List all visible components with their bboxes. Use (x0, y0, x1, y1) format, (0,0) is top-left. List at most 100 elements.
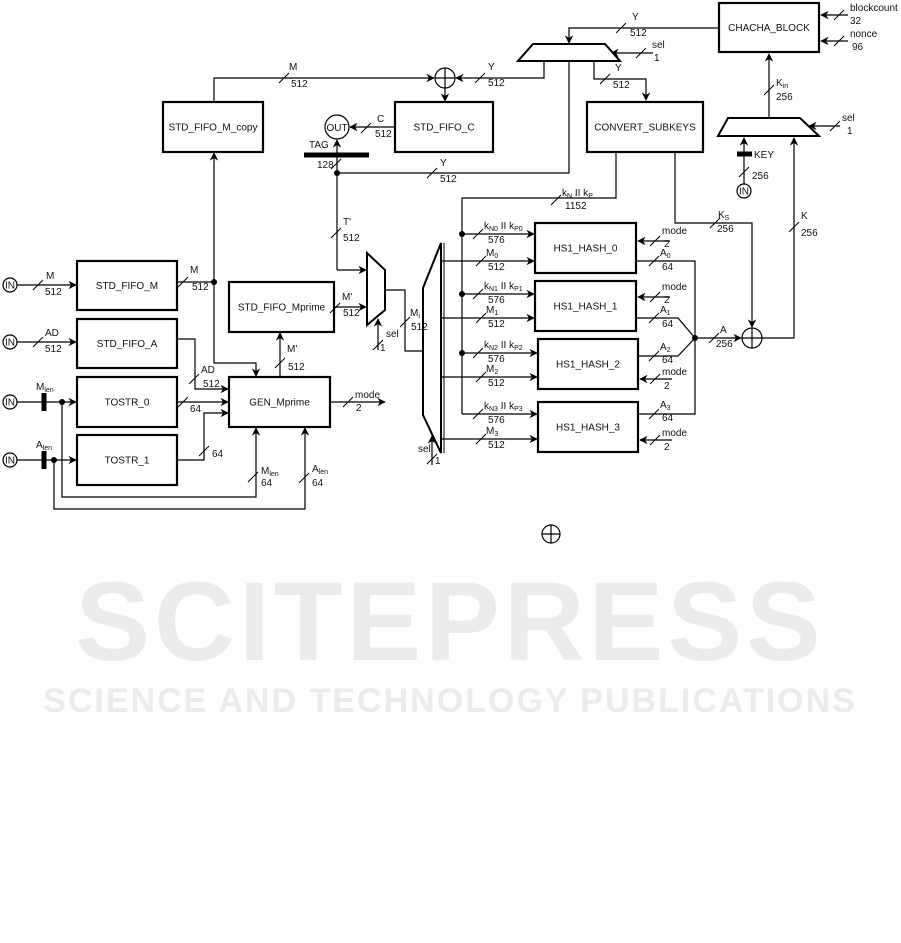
signal-name-part: M' (287, 344, 297, 355)
signal-name-part: II k (498, 281, 515, 292)
signal-name-part: M (261, 466, 269, 477)
block-label: GEN_Mprime (249, 398, 310, 409)
signal-name: M1 (486, 305, 498, 317)
block-label: HS1_HASH_3 (556, 423, 620, 434)
input-port-label: IN (5, 456, 15, 467)
bus-width-slash (198, 445, 210, 457)
mux-small (366, 250, 386, 328)
block-label: STD_FIFO_A (97, 339, 158, 350)
signal-name-part: II k (498, 221, 515, 232)
signal-name: Mlen (36, 382, 54, 394)
signal-name: A1 (660, 305, 671, 317)
signal-name: kN1 II kP1 (484, 281, 523, 293)
signal-name-part: M (486, 426, 494, 437)
signal-subscript: P1 (514, 286, 523, 293)
wire-alen-gen (53, 427, 310, 510)
block-hash1: HS1_HASH_1 (533, 279, 638, 333)
bus-width: 512 (411, 322, 428, 333)
signal-name-part: blockcount (850, 3, 898, 14)
input-port-icon: IN (2, 277, 18, 293)
signal-subscript: 1 (494, 310, 498, 317)
wire-y-convert (593, 61, 651, 101)
signal-subscript: N1 (489, 286, 498, 293)
bus-width: 512 (343, 308, 360, 319)
bus-width: 512 (291, 79, 308, 90)
signal-name-part: sel (842, 113, 855, 124)
signal-subscript: len (43, 445, 52, 452)
signal-name: K (801, 211, 808, 222)
bus-width: 64 (662, 413, 674, 424)
bus-width-slash (426, 453, 438, 465)
bus-width: 1 (654, 53, 660, 64)
signal-mprime-fifo: M'512 (329, 292, 360, 319)
signal-subscript: 2 (494, 369, 498, 376)
signal-name-part: K (801, 211, 808, 222)
signal-name-part: A (660, 400, 667, 411)
signal-name-part: A (660, 305, 667, 316)
block-convert: CONVERT_SUBKEYS (585, 100, 705, 154)
bus-width: 256 (801, 228, 818, 239)
signal-name-part: A (660, 342, 667, 353)
bus-width: 96 (852, 42, 864, 53)
signal-name-part: k (484, 401, 490, 412)
mux-big (422, 242, 445, 454)
block-fifo-a: STD_FIFO_A (75, 317, 179, 370)
svg-text:SCIENCE AND TECHNOLOGY PUBLICA: SCIENCE AND TECHNOLOGY PUBLICATIONS (43, 682, 857, 720)
bus-width-slash (188, 373, 200, 385)
signal-name-part: M (46, 271, 54, 282)
signal-subscript: 3 (494, 431, 498, 438)
bus-width-slash (708, 332, 720, 344)
signal-name-part: k (484, 221, 490, 232)
signal-name: kN0 II kP0 (484, 221, 523, 233)
signal-name-part: T' (343, 217, 351, 228)
bus-width: 1 (847, 126, 853, 137)
bus-width: 512 (630, 28, 647, 39)
signal-subscript: P3 (514, 406, 523, 413)
signal-name-part: M (410, 308, 418, 319)
signal-name-part: k (562, 188, 568, 199)
output-port-icon: OUT (324, 114, 350, 140)
wire-mlen-gen (61, 402, 261, 498)
bus-bars (41, 151, 752, 469)
bus-width-slash (472, 228, 484, 240)
signal-name: blockcount (850, 3, 898, 14)
signal-sel-right: sel 1 (829, 113, 855, 137)
wire-ks (674, 152, 757, 328)
signal-subscript: 3 (667, 405, 671, 412)
signal-mlen-in: Mlen (36, 382, 54, 394)
bus-width-slash (278, 72, 290, 84)
wire-ad-gen (177, 338, 229, 394)
signal-name-part: K (718, 210, 725, 221)
signal-name: kN2 II kP2 (484, 340, 523, 352)
signal-name: A (720, 325, 727, 336)
wire-y-xor (455, 61, 545, 83)
wire-mi (385, 289, 423, 352)
bus-width-slash (829, 120, 841, 132)
bus-width: 64 (212, 449, 224, 460)
signal-name: mode (355, 390, 380, 401)
bus-width-slash (475, 312, 487, 324)
signal-name: T' (343, 217, 351, 228)
signal-subscript: len (319, 469, 328, 476)
bus-width: 512 (488, 378, 505, 389)
signal-name-part: M (190, 265, 198, 276)
signal-subscript: len (269, 471, 278, 478)
block-chacha: CHACHA_BLOCK (717, 1, 821, 54)
signal-name-part: C (377, 114, 384, 125)
signal-name: Mi (410, 308, 420, 320)
signal-mi: Mi 512 (399, 308, 428, 333)
signal-name-part: M (486, 305, 494, 316)
signal-name-part: sel (652, 40, 665, 51)
signal-name: M0 (486, 248, 498, 260)
